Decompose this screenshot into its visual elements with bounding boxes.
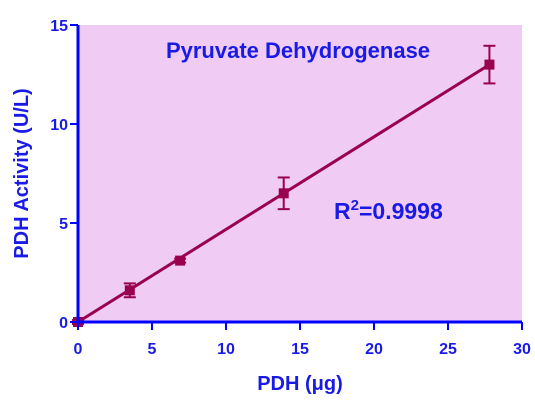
data-point-3	[277, 176, 290, 211]
x-axis-label: PDH (μg)	[257, 373, 343, 395]
marker-2	[175, 255, 186, 266]
marker-4	[484, 59, 495, 70]
x-tick-label-5: 25	[439, 341, 457, 358]
y-tick-label-1: 5	[59, 216, 68, 233]
x-tick-label-4: 20	[365, 341, 383, 358]
marker-1	[124, 285, 135, 296]
annotation-prefix: R	[334, 198, 351, 224]
y-tick-label-3: 15	[50, 18, 68, 35]
y-axis-label: PDH Activity (U/L)	[11, 88, 33, 258]
plot-background	[78, 25, 522, 322]
x-tick-label-2: 10	[217, 341, 235, 358]
x-tick-label-0: 0	[74, 341, 83, 358]
r-squared-annotation: R2=0.9998	[334, 197, 443, 224]
chart-title: Pyruvate Dehydrogenase	[166, 38, 430, 63]
annotation-value: =0.9998	[359, 198, 443, 224]
marker-3	[278, 188, 289, 199]
y-tick-label-0: 0	[59, 315, 68, 332]
y-tick-label-2: 10	[50, 117, 68, 134]
data-point-1	[123, 282, 136, 299]
data-point-2	[174, 255, 187, 266]
x-tick-label-3: 15	[291, 341, 309, 358]
annotation-superscript: 2	[351, 197, 359, 214]
x-tick-label-6: 30	[513, 341, 531, 358]
x-tick-label-1: 5	[148, 341, 157, 358]
data-point-4	[483, 44, 496, 85]
